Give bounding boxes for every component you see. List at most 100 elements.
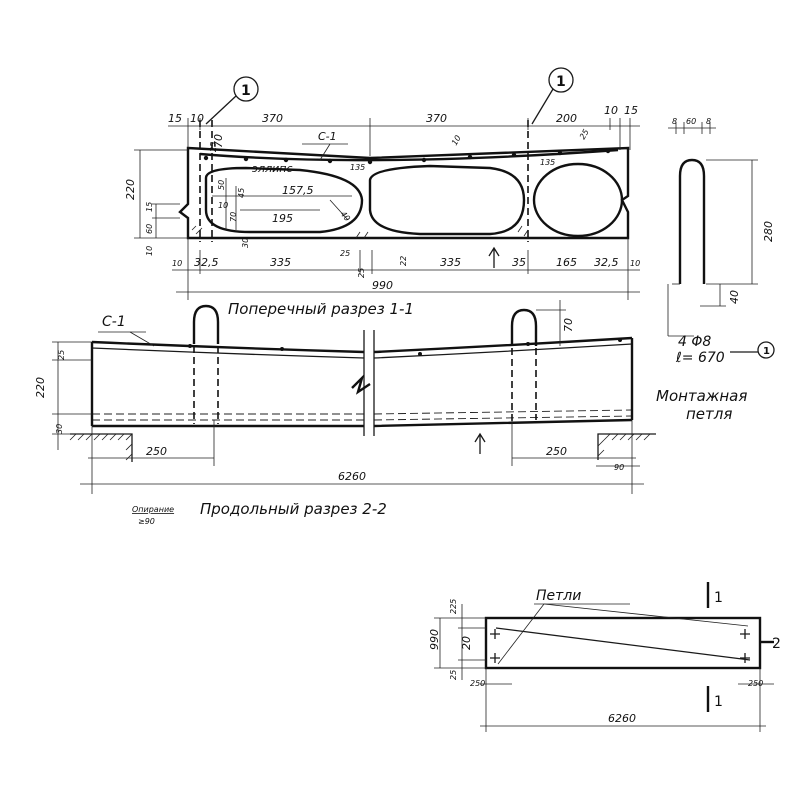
slab-top-left	[91, 340, 365, 354]
svg-text:1: 1	[556, 74, 566, 90]
svg-text:С-1: С-1	[102, 314, 126, 330]
loop-shape	[678, 158, 706, 284]
sdim-25c: 25	[340, 249, 350, 258]
section-2-2-note-bottom: ≥90	[138, 517, 155, 526]
section-2-2-note-top: Опирание	[132, 505, 174, 514]
plan-loop-marks	[490, 629, 750, 663]
section-2-2-caption: Продольный разрез 2-2	[200, 500, 387, 518]
slab-top-right	[373, 336, 633, 354]
plan-cut-2: 2	[772, 636, 781, 652]
loop-height: 280	[762, 221, 775, 242]
loop-dim-60: 60	[686, 117, 696, 126]
sdim-135a: 135	[350, 163, 365, 172]
plan-edge-top: 225	[449, 599, 458, 614]
top-dim-200: 200	[556, 112, 577, 125]
loop-dim-8b: 8	[706, 117, 711, 126]
callout-1-left: 1	[205, 76, 259, 125]
loop-tail: 40	[728, 290, 741, 304]
section-1-1-caption: Поперечный разрез 1-1	[228, 300, 414, 318]
plan-mid: 20	[460, 636, 473, 650]
section-1-1-height: 220	[124, 179, 137, 200]
top-dim-15r: 15	[624, 104, 638, 117]
plan-label: Петли	[536, 588, 581, 604]
loop-length-spec: ℓ= 670	[675, 350, 725, 366]
rebar-dots	[203, 148, 611, 165]
sdim-25b: 25	[578, 128, 591, 141]
section-1-1-width: 990	[372, 279, 393, 292]
plan-support-right: 250	[748, 679, 763, 688]
sdim-30: 30	[241, 238, 250, 248]
section-1-1-rebar	[199, 148, 619, 162]
load-arrow-1	[488, 246, 500, 268]
plan-dim-lines	[434, 604, 774, 732]
void-middle	[368, 164, 526, 236]
sdim-10b: 10	[450, 134, 463, 147]
plan-cut-1-top: 1	[714, 590, 723, 606]
callout-1-right: 1	[531, 67, 574, 125]
section-2-2-support-left: 250	[146, 445, 167, 458]
sdim-70: 70	[212, 134, 225, 148]
loop-left-dashes	[199, 120, 213, 242]
sdim-22: 22	[399, 256, 408, 266]
bottom-dim-32-5: 32,5	[194, 256, 219, 269]
plan-diagonal	[495, 627, 751, 661]
top-dim-10: 10	[190, 112, 204, 125]
bottom-dim-35: 35	[512, 256, 526, 269]
slab-bottom-dash2	[92, 415, 633, 421]
bottom-dim-165: 165	[556, 256, 577, 269]
support-right	[597, 433, 656, 460]
void-left	[204, 166, 364, 234]
bottom-dim-10r: 10	[630, 259, 640, 268]
top-dim-15: 15	[168, 112, 182, 125]
plan-edge-bottom: 25	[449, 670, 458, 680]
plan-support-left: 250	[470, 679, 485, 688]
section-2-2-dots	[188, 338, 622, 356]
sdim-10: 10	[218, 201, 228, 210]
section-1-1-top-dim	[168, 118, 640, 156]
section-2-2-rebar-label: С-1	[98, 314, 155, 347]
sdim-25: 25	[209, 142, 218, 152]
support-right-hatch	[597, 433, 651, 457]
sdim-135b: 135	[540, 158, 555, 167]
plan-cut-1-bottom: 1	[714, 694, 723, 710]
load-arrow-2	[474, 432, 486, 454]
loop-title-1: Монтажная	[656, 387, 747, 405]
plan-leader-2	[543, 603, 749, 627]
bottom-dim-335a: 335	[270, 256, 291, 269]
bottom-marks	[191, 225, 529, 239]
sdim-45: 45	[237, 188, 246, 198]
bottom-dim-25: 25	[357, 268, 366, 278]
loop-title-2: петля	[686, 405, 732, 423]
bottom-dim-32-5r: 32,5	[594, 256, 619, 269]
lifting-loop-right-dash	[511, 348, 537, 424]
top-dim-10r: 10	[604, 104, 618, 117]
section-2-2-bottom-cover: 30	[55, 424, 64, 434]
void-right	[532, 162, 624, 238]
bottom-dim-10: 10	[172, 259, 182, 268]
section-1-1-bottom-dim	[172, 238, 640, 300]
plan-length: 6260	[608, 712, 636, 725]
slab-bottom	[92, 418, 633, 428]
top-dim-370a: 370	[262, 112, 283, 125]
svg-text:1: 1	[763, 346, 770, 357]
lifting-loop-left-dash	[193, 346, 219, 424]
lifting-loop-right	[510, 308, 538, 346]
section-2-2-top-cover: 25	[57, 350, 66, 360]
section-1-1: 15 10 370 370 200 10 15 1 1 С-1 эллипс 2…	[124, 67, 640, 318]
left-dim-10: 10	[145, 246, 154, 256]
plan-leader-1	[497, 603, 545, 665]
top-dim-370b: 370	[426, 112, 447, 125]
break-zigzag	[351, 373, 371, 395]
loop-dim-8a: 8	[672, 117, 677, 126]
section-2-2-dim-lines	[52, 300, 644, 494]
section-2-2-support-min: 90	[614, 463, 624, 472]
internal-dim-lines	[212, 178, 352, 230]
loop-bar-spec: 4 Φ8	[678, 334, 711, 350]
slab-rebar-right	[373, 343, 633, 359]
left-dim-60: 60	[145, 224, 154, 234]
svg-text:С-1: С-1	[318, 130, 337, 143]
left-dim-15: 15	[145, 202, 154, 212]
plan-width: 990	[428, 629, 441, 650]
plan-view: Петли 990 225 20 25 250 250 6260	[428, 582, 781, 732]
